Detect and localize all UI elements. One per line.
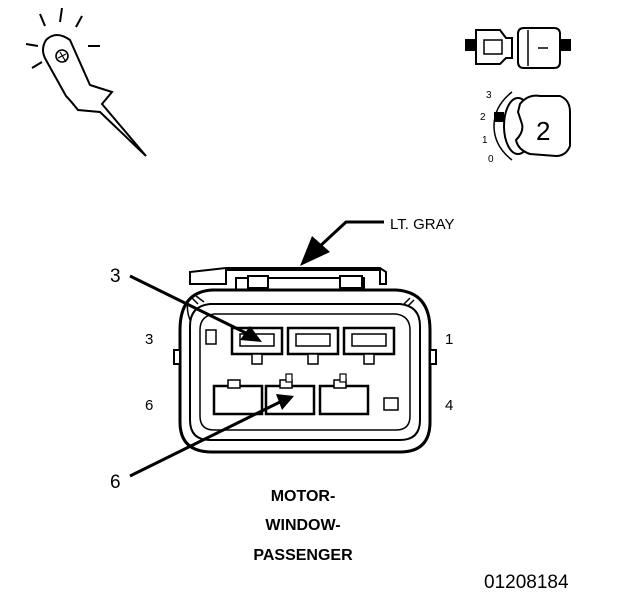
pin-label-top-left: 3	[145, 331, 153, 348]
ignition-pos-0: 0	[488, 154, 494, 165]
cavity-6	[212, 379, 264, 416]
disconnected-connector-icon	[465, 27, 571, 69]
cavity-4	[318, 373, 370, 416]
connector-name: MOTOR- WINDOW- PASSENGER	[253, 488, 353, 564]
connector-name-line1: MOTOR-	[271, 488, 336, 505]
cavity-row-bottom	[212, 373, 370, 416]
test-probe-icon	[25, 7, 147, 157]
cavity-2	[286, 326, 340, 365]
figure-number: 01208184	[484, 572, 569, 593]
cavity-1	[342, 326, 396, 365]
cavity-row-top	[230, 326, 396, 365]
pin-label-top-right: 1	[445, 331, 453, 348]
pointer-callouts: 3 6	[110, 266, 294, 493]
ignition-pos-2: 2	[480, 112, 486, 123]
color-callout: LT. GRAY	[300, 216, 454, 266]
ignition-key-position: 2	[536, 116, 550, 146]
color-label: LT. GRAY	[390, 216, 454, 233]
ignition-key-icon: 3 2 1 0 2	[480, 90, 571, 165]
ignition-pos-3: 3	[486, 90, 492, 101]
pin-label-bottom-right: 4	[445, 397, 453, 414]
pin-label-bottom-left: 6	[145, 397, 153, 414]
pointer-label-bottom: 6	[110, 472, 121, 493]
connector-housing	[173, 267, 437, 454]
ignition-pos-1: 1	[482, 135, 488, 146]
connector-name-line2: WINDOW-	[265, 517, 340, 534]
pointer-label-top: 3	[110, 266, 121, 287]
connector-name-line3: PASSENGER	[253, 547, 353, 564]
